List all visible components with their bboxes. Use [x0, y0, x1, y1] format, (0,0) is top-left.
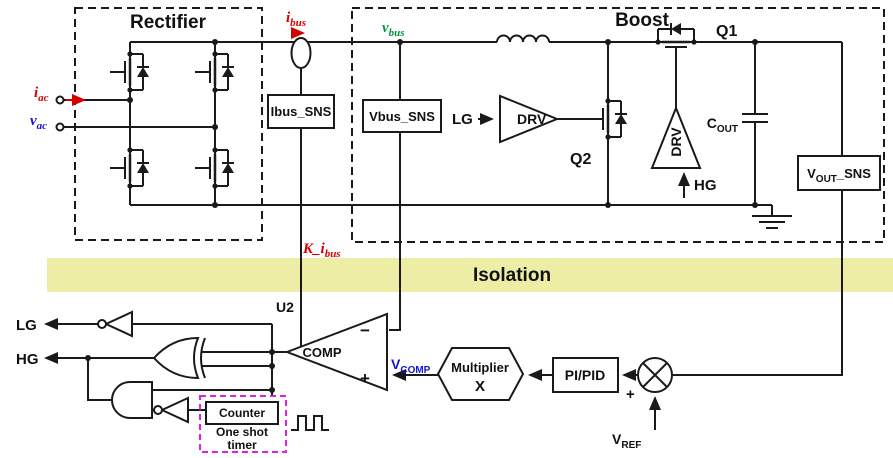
boost-stage: Q2 DRV LG Q1 DRV HG COUT [452, 21, 768, 208]
rectifier-bridge [108, 39, 236, 208]
vcomp-label: VCOMP [391, 356, 431, 376]
pulse-waveform-icon [291, 415, 329, 431]
q2-label: Q2 [570, 151, 591, 168]
ac-input: iac vac [30, 85, 215, 132]
vout-sns-label: VOUT_SNS [807, 166, 871, 185]
cout-label: COUT [707, 115, 738, 135]
isolation-band [47, 258, 893, 292]
oneshot-inverter [153, 396, 189, 424]
power-rails [130, 34, 842, 229]
xor-gate [152, 336, 206, 380]
pi-pid-block [552, 357, 619, 393]
ibus-sns-label: Ibus_SNS [271, 104, 332, 119]
oneshot-label-1: One shot [216, 425, 268, 439]
vbus-sns-block [362, 99, 442, 133]
mosfet-rectifier-bottom-left [108, 144, 151, 192]
counter-block [205, 401, 279, 425]
vbus-label: vbus [382, 20, 405, 39]
mosfet-rectifier-top-left [108, 48, 151, 96]
vbus-feedback-wire [389, 132, 401, 331]
comp-minus: − [360, 321, 370, 340]
output-capacitor: COUT [707, 39, 768, 208]
k-ibus-label: K_ibus [302, 241, 341, 260]
comparator: U2 COMP − + [276, 299, 388, 392]
q1-label: Q1 [716, 23, 737, 40]
mosfet-q2 [586, 95, 629, 143]
oneshot-label-2: timer [227, 438, 257, 452]
sum-plus-sign: + [626, 386, 635, 403]
lg-out-label: LG [16, 317, 37, 334]
multiplier-x-label: X [475, 378, 485, 395]
vref-label: VREF [612, 431, 641, 451]
iac-label: iac [34, 85, 49, 104]
counter-label: Counter [219, 406, 265, 420]
oneshot-outline [199, 395, 287, 453]
bus-current-sensor: ibus Ibus_SNS K_ibus [267, 10, 341, 347]
drv2-driver [650, 105, 702, 169]
drv1-driver [499, 94, 560, 144]
output-voltage-sense: VOUT_SNS [672, 42, 881, 376]
boost-inductor [496, 34, 550, 43]
ground-symbol [752, 205, 792, 229]
current-transducer-icon [290, 37, 312, 69]
rectifier-box [74, 7, 263, 241]
boost-title: Boost [615, 10, 670, 31]
and-gate [111, 381, 153, 419]
vac-label: vac [30, 113, 47, 132]
isolation-label: Isolation [473, 265, 551, 286]
ibus-label: ibus [286, 10, 306, 29]
boost-box [351, 7, 885, 243]
lg-inverter [97, 310, 133, 338]
comp-label: COMP [303, 345, 342, 360]
bus-voltage-sensor: vbus Vbus_SNS [362, 20, 442, 331]
vout-feedback-wire [672, 190, 843, 376]
hg-in-label: HG [694, 177, 717, 194]
pi-pid-label: PI/PID [565, 367, 605, 383]
multiplier-label: Multiplier [451, 360, 509, 375]
comp-plus: + [360, 369, 370, 388]
u2-label: U2 [276, 299, 294, 315]
mosfet-rectifier-bottom-right [193, 144, 236, 192]
vout-sns-block [797, 155, 881, 191]
ac-terminal-live [55, 95, 65, 105]
gate-logic: LG HG Counter One shot timer [16, 310, 329, 453]
ac-terminal-neutral [55, 122, 65, 132]
multiplier-block [436, 347, 525, 401]
hg-out-label: HG [16, 351, 39, 368]
oneshot-timer: Counter One shot timer [199, 395, 287, 453]
comparator-triangle [284, 312, 388, 392]
mosfet-q1 [652, 21, 700, 64]
vbus-sns-label: Vbus_SNS [369, 109, 435, 124]
drv1-label: DRV [517, 111, 547, 127]
voltage-loop: + VREF PI/PID Multiplier X VCOMP [391, 347, 673, 451]
drv2-label: DRV [668, 127, 684, 157]
mosfet-rectifier-top-right [193, 48, 236, 96]
lg-in-label: LG [452, 111, 473, 128]
rectifier-title: Rectifier [130, 12, 207, 33]
